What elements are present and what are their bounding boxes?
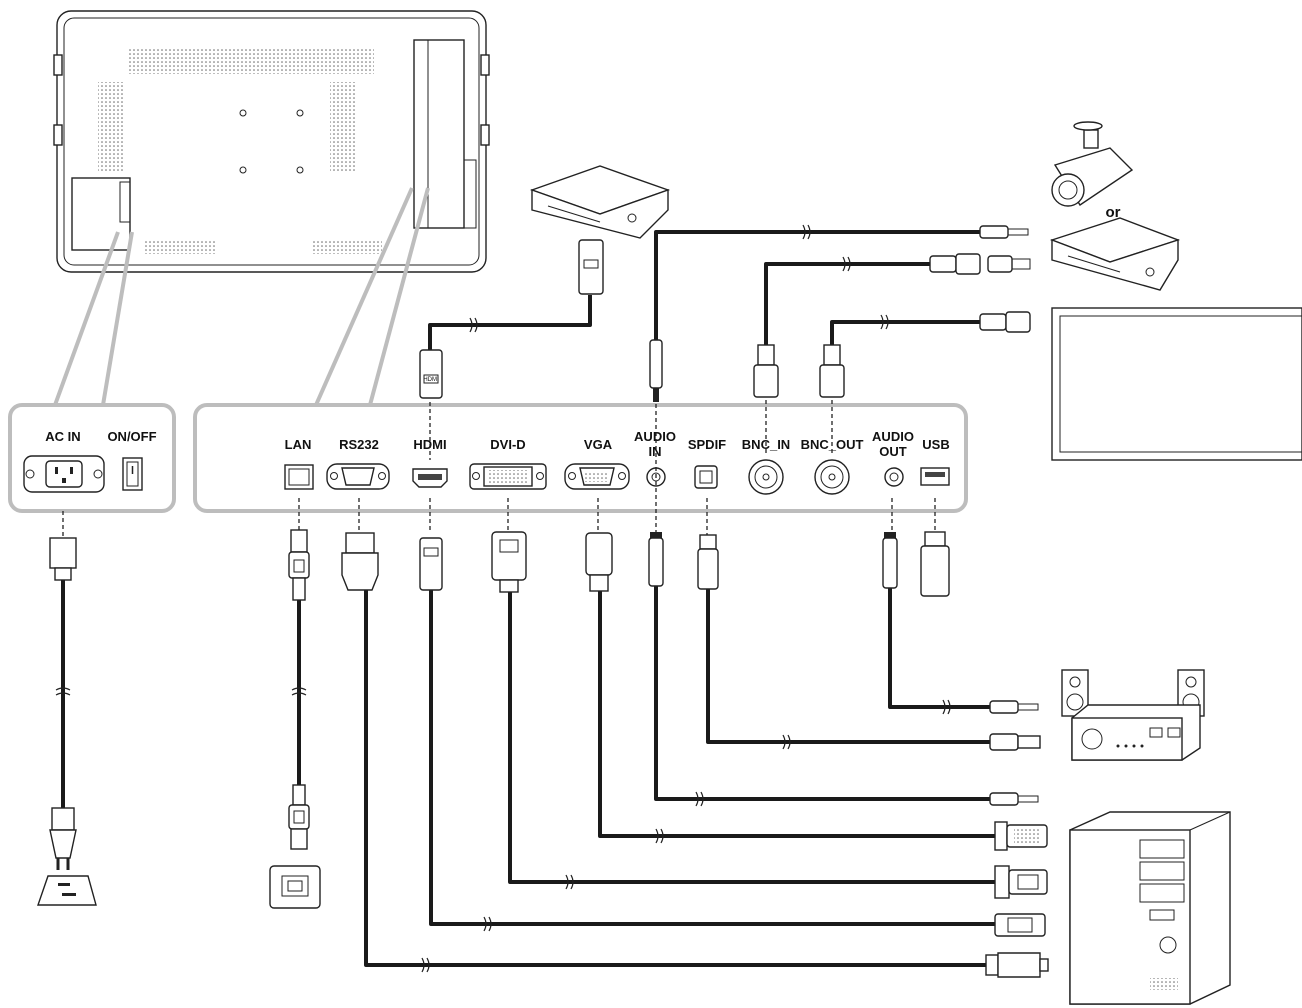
power-switch	[122, 457, 143, 491]
hdmi-plug-text: HDMI	[423, 377, 439, 383]
vga-port	[564, 463, 630, 490]
power-plug-icon	[49, 537, 77, 870]
bnc-in-plug	[753, 253, 1031, 398]
label-on-off: ON/OFF	[107, 429, 156, 444]
bnc-out-plug	[819, 311, 1031, 398]
audio-out-port	[884, 467, 904, 487]
lan-wall-jack-icon	[269, 865, 321, 909]
io-panel	[193, 403, 968, 513]
cables	[61, 230, 995, 967]
label-lan: LAN	[285, 437, 312, 452]
audio-in-plug	[648, 225, 1039, 806]
leader-lines	[62, 390, 936, 538]
label-audio-out-2: OUT	[879, 444, 907, 459]
usb-drive-icon	[920, 531, 950, 597]
audio-amplifier-icon	[1071, 704, 1201, 761]
label-vga: VGA	[584, 437, 613, 452]
dvd-player-icon-2	[1049, 217, 1181, 291]
label-spdif: SPDIF	[688, 437, 726, 452]
cable-breaks	[55, 224, 951, 973]
vga-plug	[585, 532, 1048, 851]
pc-tower-icon	[1069, 811, 1231, 1005]
audio-out-plug	[882, 532, 1039, 714]
camera-icon	[1051, 121, 1134, 207]
spdif-port	[694, 465, 718, 489]
dvi-plug	[491, 531, 1048, 899]
label-audio-out-1: AUDIO	[872, 429, 914, 444]
dvd-player-icon	[529, 165, 671, 239]
label-ac-in: AC IN	[45, 429, 80, 444]
label-audio-in-2: IN	[649, 444, 662, 459]
callout-bands	[53, 187, 430, 406]
label-dvi-d: DVI-D	[490, 437, 525, 452]
dvi-port	[469, 463, 547, 490]
ac-in-port	[23, 455, 105, 493]
label-usb: USB	[922, 437, 949, 452]
monitor-icon	[1051, 307, 1302, 461]
display-rear-icon	[53, 10, 490, 273]
hdmi-plug: HDMI	[419, 239, 1046, 937]
or-text: or	[1106, 204, 1121, 221]
label-audio-in-1: AUDIO	[634, 429, 676, 444]
lan-port	[284, 464, 314, 490]
spdif-plug	[697, 534, 1041, 751]
bnc-out-port	[814, 459, 850, 495]
rs232-plug	[341, 532, 1049, 978]
rs232-port	[326, 463, 390, 490]
usb-port	[920, 467, 950, 486]
label-rs232: RS232	[339, 437, 379, 452]
lan-plug	[288, 529, 310, 850]
bnc-in-port	[748, 459, 784, 495]
wall-outlet-icon	[37, 875, 97, 906]
hdmi-port	[412, 468, 448, 488]
